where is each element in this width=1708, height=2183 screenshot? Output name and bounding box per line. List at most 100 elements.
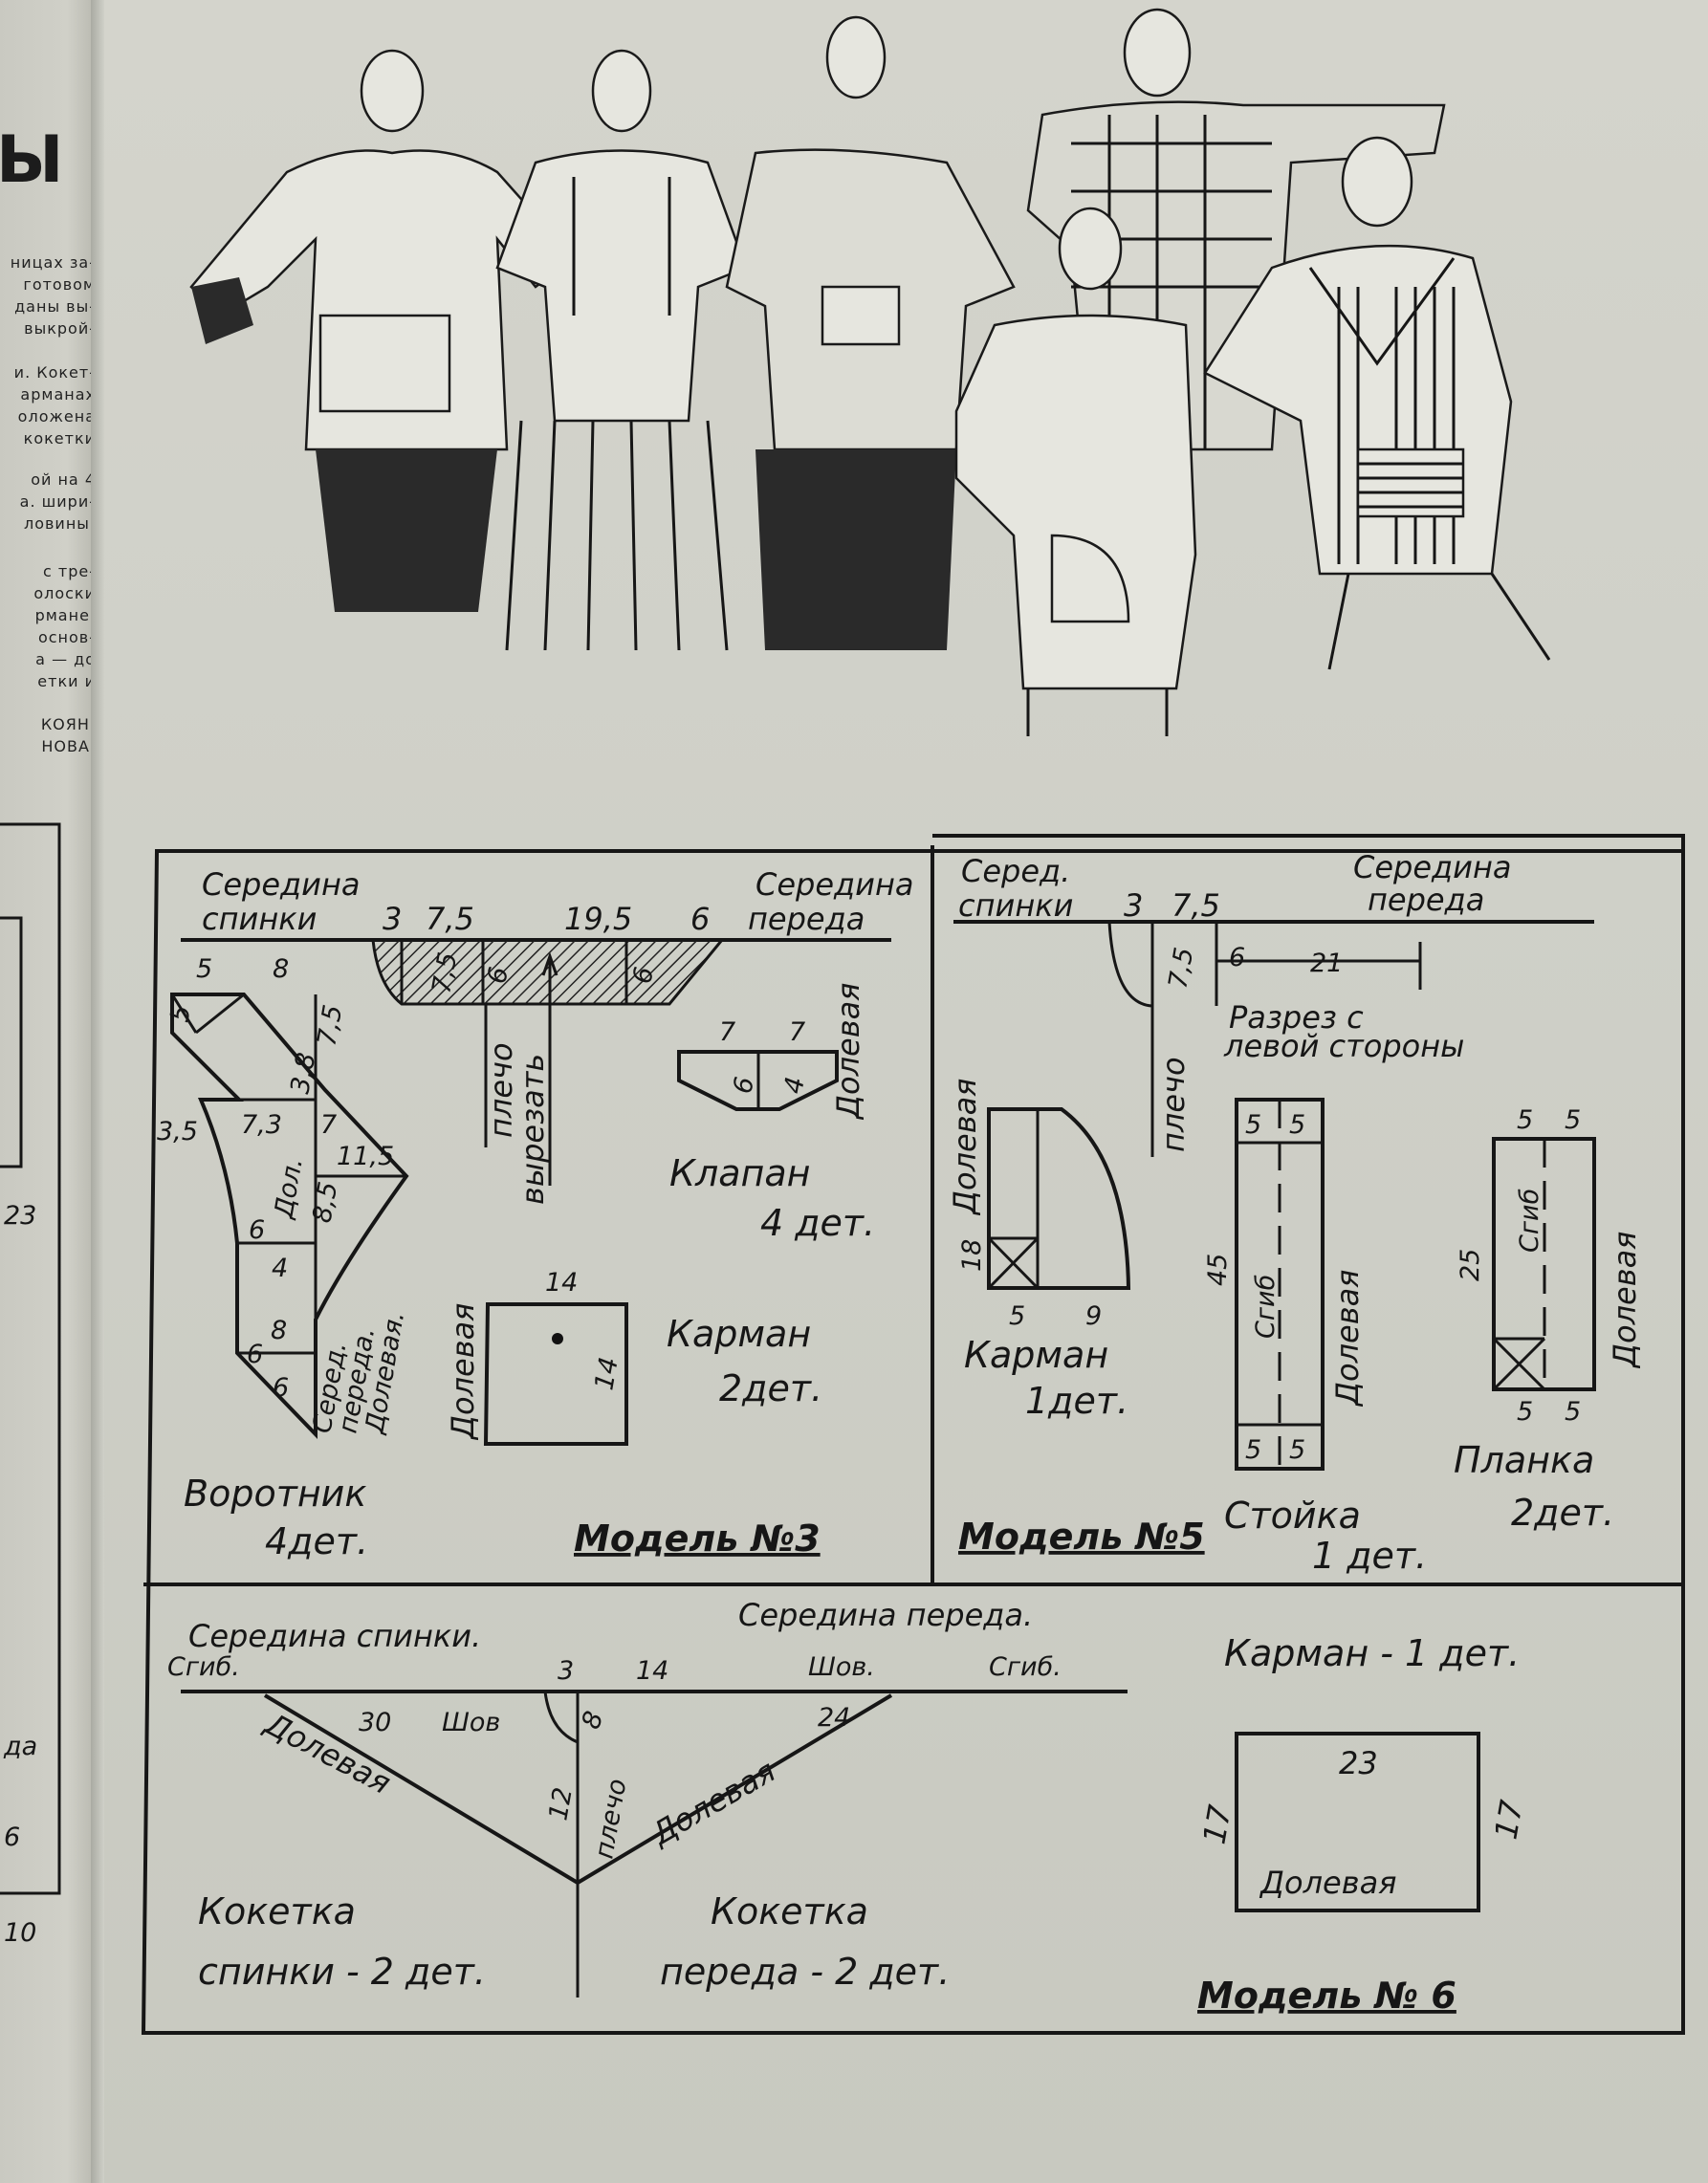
pocket-pattern: 14 14 Долевая Карман 2дет.: [445, 1268, 822, 1446]
dim-label: 6: [690, 901, 710, 937]
column-text-line: и. Кокет-: [13, 363, 96, 382]
column-text-line: готовом: [23, 275, 96, 294]
dim-label: 7,5: [426, 901, 474, 937]
dim-label: 6: [482, 965, 515, 986]
column-text-line: ой на 4: [31, 470, 96, 489]
front-center-label: переда: [748, 901, 865, 937]
dim-label: 5: [1517, 1105, 1533, 1135]
dim-label: 14: [636, 1656, 668, 1686]
stand-count: 1 дет.: [1312, 1535, 1427, 1577]
back-center-label: Серед.: [961, 853, 1070, 889]
model-3-section: Середина спинки 3 7,5 19,5 6 Середина пе…: [157, 866, 913, 1562]
dim-label: 7,5: [1172, 887, 1220, 924]
grain-abbrev-label: Дол.: [269, 1155, 309, 1221]
column-text-line: оложена: [17, 407, 96, 426]
column-text-line: етки и: [37, 672, 96, 690]
dim-label: 4: [272, 1254, 288, 1283]
dim-label: 3: [558, 1656, 574, 1686]
dim-label: 8: [576, 1708, 609, 1734]
pattern-frame: [141, 845, 1685, 2035]
dim-label: 6: [247, 1340, 263, 1369]
figure-model-1: [189, 49, 576, 612]
front-center-label: переда: [1368, 882, 1484, 918]
dim-label: 12: [543, 1785, 578, 1823]
collar-pattern: 5 8 5 7,5 3,8 3,5 7,3 7 11,5 Дол. 8,5 6 …: [157, 954, 410, 1562]
partial-dim: да: [3, 1732, 37, 1761]
flap-count: 4 дет.: [760, 1202, 875, 1244]
dim-label: 3: [383, 901, 402, 937]
fold-label: Сгиб: [1251, 1275, 1281, 1339]
figure-model-6: [1203, 136, 1551, 670]
dim-label: 11,5: [337, 1142, 394, 1171]
dim-label: 5: [1245, 1435, 1261, 1465]
dim-label: 30: [359, 1708, 391, 1737]
placket-pattern: 5 5 25 5 5 Сгиб Долевая Планка 2дет.: [1454, 1105, 1643, 1534]
column-text-line: с тре-: [43, 562, 96, 580]
pocket-name: Карман: [964, 1334, 1108, 1376]
left-newspaper-column: Ы ницах за- готовом даны вы- выкрой- и. …: [0, 0, 96, 2183]
grain-label: Долевая: [1329, 1270, 1366, 1408]
flap-name: Клапан: [669, 1152, 811, 1194]
dim-label: 45: [1203, 1254, 1233, 1286]
grain-label: Долевая: [947, 1079, 983, 1216]
back-center-label: спинки: [202, 901, 317, 937]
dim-label: 17: [1487, 1797, 1530, 1842]
pocket-title: Карман - 1 дет.: [1224, 1632, 1520, 1674]
dim-label: 8: [271, 1316, 287, 1345]
dim-label: 19,5: [564, 901, 632, 937]
dim-label: 3,8: [285, 1051, 321, 1097]
collar-name: Воротник: [184, 1473, 366, 1515]
figure-model-3: [725, 15, 1016, 650]
neckline-shape: [371, 938, 726, 1006]
dim-label: 7: [719, 1017, 735, 1047]
back-center-label: Середина спинки.: [188, 1618, 481, 1654]
dim-label: 5: [1009, 1301, 1025, 1331]
partial-dim: 23: [4, 1201, 36, 1231]
column-text-line: а — до: [35, 650, 96, 668]
dim-label: 7,5: [312, 1003, 348, 1049]
dim-label: 5: [1289, 1110, 1305, 1140]
dim-label: 7,5: [1163, 946, 1199, 992]
column-text-line: ловины,: [23, 514, 96, 533]
seam-label: Шов.: [808, 1652, 875, 1682]
grain-label: Долевая: [830, 983, 866, 1121]
placket-count: 2дет.: [1511, 1492, 1614, 1534]
column-text-line: выкрой-: [24, 319, 96, 338]
stand-collar-pattern: 5 5 45 5 5 Сгиб Долевая Стойка 1 дет.: [1203, 1098, 1427, 1577]
dim-label: 8,5: [307, 1180, 343, 1226]
pocket-count: 1дет.: [1025, 1380, 1128, 1422]
shoulder-label: плечо: [589, 1777, 632, 1861]
dim-label: 4: [778, 1075, 811, 1096]
column-text-line: а. шири-: [19, 492, 96, 511]
shoulder-label: плечо: [483, 1042, 519, 1138]
front-yoke-count: переда - 2 дет.: [660, 1951, 950, 1993]
placket-name: Планка: [1454, 1439, 1594, 1481]
dim-label: 23: [1339, 1745, 1378, 1781]
back-center-label: спинки: [958, 887, 1073, 924]
fold-label: Сгиб: [1515, 1189, 1544, 1253]
column-text-line: олоски: [33, 584, 96, 602]
slit-label: левой стороны: [1223, 1028, 1464, 1064]
fold-label: Сгиб.: [167, 1652, 240, 1682]
stand-name: Стойка: [1224, 1495, 1361, 1537]
dim-label: 5: [1289, 1435, 1305, 1465]
fold-label: Сгиб.: [989, 1652, 1062, 1682]
dim-label: 5: [1565, 1397, 1581, 1427]
dim-label: 7,3: [241, 1110, 282, 1140]
flap-pattern: 7 7 6 4 Долевая Клапан 4 дет.: [669, 983, 875, 1244]
column-text-line: рмане,: [34, 606, 96, 624]
column-text-line: арманах: [20, 385, 96, 404]
model-5-title: Модель №5: [958, 1516, 1205, 1558]
dim-label: 5: [196, 954, 212, 984]
dim-label: 6: [627, 965, 660, 986]
pocket-count: 2дет.: [719, 1367, 822, 1409]
model6-pocket-pattern: Карман - 1 дет. 23 17 17 Долевая: [1195, 1632, 1530, 1912]
partial-dim: 6: [4, 1823, 20, 1852]
partial-left-box: 23 да 6 10: [0, 822, 61, 1948]
dim-label: 5: [1245, 1110, 1261, 1140]
front-yoke-name: Кокетка: [711, 1890, 868, 1932]
dim-label: 18: [957, 1239, 987, 1272]
seam-label: Шов: [442, 1708, 500, 1737]
dim-label: 5: [1565, 1105, 1581, 1135]
